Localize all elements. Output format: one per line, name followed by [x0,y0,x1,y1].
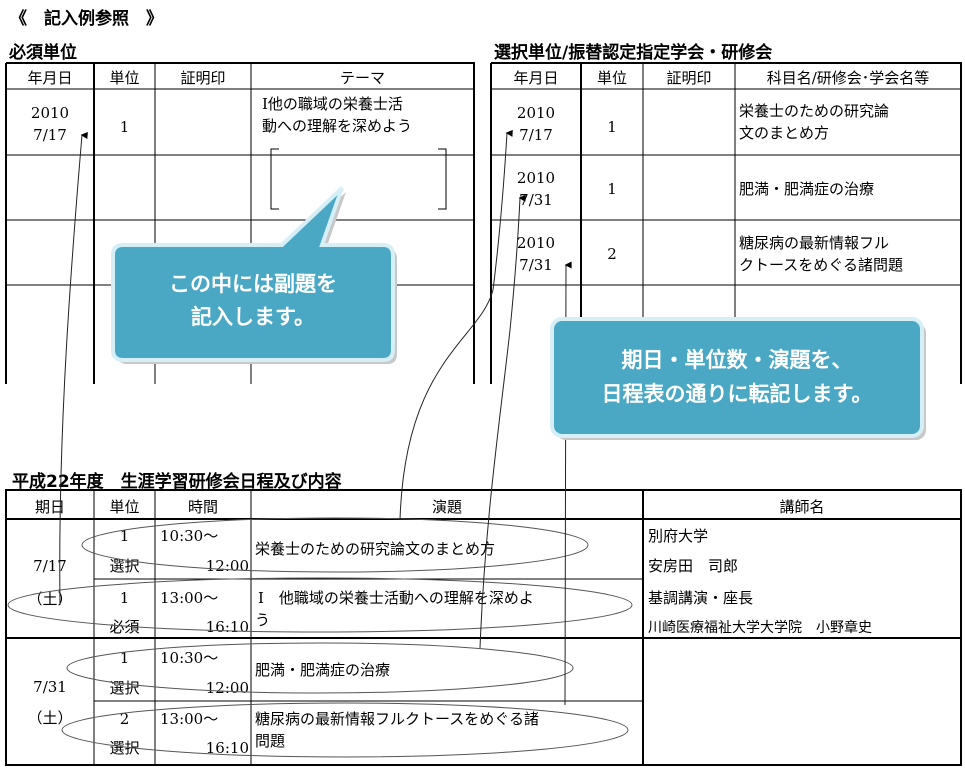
session-end: 16:10 [205,739,249,757]
required-units: 1 [119,118,130,136]
highlight-ellipse [61,702,629,758]
connector-arrow [399,129,513,521]
elective-row-year: 2010 [516,234,556,252]
session-type: 選択 [109,679,140,697]
schedule-header-units: 単位 [109,498,140,516]
session-title: う [255,611,271,629]
schedule-day-date: 7/31 [33,678,67,696]
elective-row-subject: 栄養士のための研究論 [739,102,890,120]
session-lecturer: 別府大学 [648,527,709,545]
elective-row-year: 2010 [516,104,556,122]
elective-header-date: 年月日 [513,69,559,87]
callout-right-line1: 期日・単位数・演題を、 [621,348,853,372]
required-header-date: 年月日 [27,69,73,87]
session-title: 栄養士のための研究論文のまとめ方 [255,540,496,558]
elective-row-units: 1 [607,118,617,136]
elective-header-units: 単位 [596,69,627,87]
session-type: 選択 [109,739,140,757]
schedule-header-date: 期日 [34,498,65,516]
elective-heading: 選択単位/振替認定指定学会・研修会 [494,43,773,63]
connector-arrow [479,194,526,649]
session-end: 12:00 [205,679,249,697]
schedule-heading: 平成22年度 生涯学習研修会日程及び内容 [12,472,342,492]
connector-arrow [59,131,88,606]
highlight-ellipse [7,577,633,633]
elective-row-units: 2 [607,245,617,263]
session-lecturer: 川崎医療福祉大学大学院 小野章史 [648,620,872,636]
elective-row-subject: 文のまとめ方 [739,124,830,142]
elective-row-subject: クトースをめぐる諸問題 [739,256,903,274]
elective-header-subject: 科目名/研修会･学会名等 [766,69,930,87]
schedule-header-time: 時間 [187,498,218,516]
required-heading: 必須単位 [9,43,77,63]
session-title: 糖尿病の最新情報フルクトースをめぐる諸 [255,710,539,728]
session-units: 1 [119,527,130,545]
schedule-header-title: 演題 [431,498,462,516]
callout-right-line2: 日程表の通りに転記します。 [601,382,873,406]
schedule-header-lecturer: 講師名 [779,498,825,516]
callout-left [111,186,397,364]
required-date-year: 2010 [30,104,70,122]
schedule-day-date: 7/17 [33,557,67,575]
required-date-day: 7/17 [33,126,67,144]
session-lecturer: 安房田 司郎 [648,557,739,575]
elective-row-day: 7/31 [519,256,553,274]
session-start: 13:00～ [160,589,219,607]
required-theme-line1: Ⅰ他の職域の栄養士活 [262,95,403,113]
session-units: 1 [119,649,130,667]
session-type: 必須 [109,618,140,636]
elective-header-seal: 証明印 [666,69,712,87]
subtitle-bracket [270,148,447,210]
session-title: Ⅰ 他職域の栄養士活動への理解を深めよ [258,589,534,607]
schedule-day-weekday: （土） [27,709,73,727]
required-header-units: 単位 [109,69,140,87]
session-lecturer: 基調講演・座長 [648,589,754,607]
session-title: 問題 [255,732,286,750]
required-theme-line2: 動への理解を深めよう [262,117,413,135]
callout-left-line1: この中には副題を [169,272,337,296]
elective-row-year: 2010 [516,169,556,187]
elective-row-subject: 糖尿病の最新情報フル [739,234,890,252]
schedule-day-weekday: （土） [27,590,73,608]
session-start: 13:00～ [160,710,219,728]
required-header-theme: テーマ [339,69,385,87]
session-start: 10:30～ [160,649,219,667]
session-units: 1 [119,589,130,607]
elective-row-subject: 肥満・肥満症の治療 [739,180,875,198]
required-header-seal: 証明印 [180,69,226,87]
session-title: 肥満・肥満症の治療 [255,661,391,679]
elective-row-day: 7/31 [519,191,553,209]
elective-row-day: 7/17 [519,126,553,144]
session-units: 2 [119,710,130,728]
session-start: 10:30～ [160,527,219,545]
highlight-ellipse [81,517,589,573]
highlight-ellipse [66,642,574,694]
page-title: 《 記入例参照 》 [10,9,163,29]
elective-row-units: 1 [607,180,617,198]
callout-right [550,317,926,440]
callout-left-line2: 記入します。 [191,305,315,329]
